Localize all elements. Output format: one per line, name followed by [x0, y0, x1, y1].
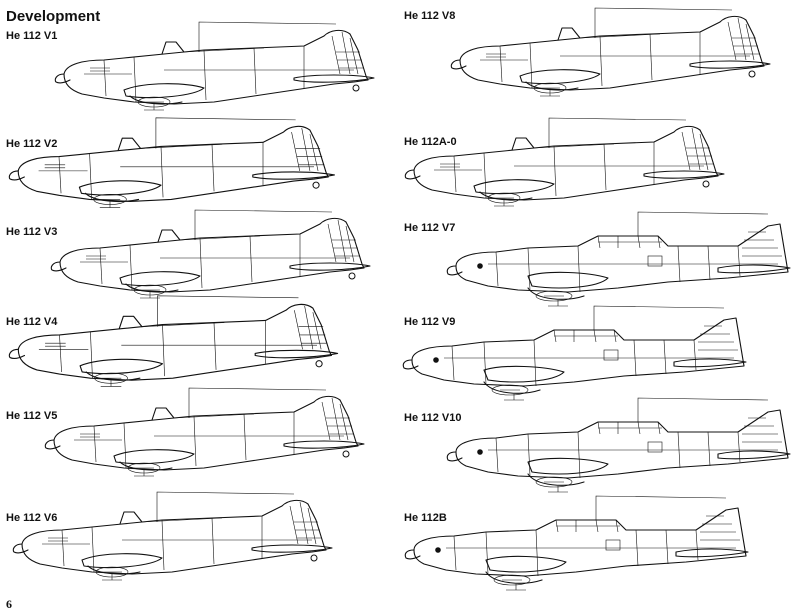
aircraft-label: He 112 V8: [404, 10, 456, 22]
aircraft-entry-v3: He 112 V3: [6, 209, 396, 326]
page-heading: Development: [6, 8, 101, 25]
aircraft-entry-v9: He 112 V9: [402, 305, 794, 416]
aircraft-entry-v1: He 112 V1: [6, 21, 396, 130]
aircraft-entry-b: He 112B: [404, 495, 794, 612]
aircraft-profile-drawing: [44, 387, 365, 477]
aircraft-profile-drawing: [450, 7, 771, 97]
aircraft-label: He 112 V10: [404, 412, 462, 424]
aircraft-profile-drawing: [12, 491, 333, 581]
aircraft-label: He 112 V7: [404, 222, 456, 234]
aircraft-profile-drawing: [8, 295, 339, 387]
aircraft-entry-a0: He 112A-0: [404, 117, 794, 236]
aircraft-profile-drawing: [404, 495, 749, 591]
aircraft-entry-v4: He 112 V4: [6, 295, 396, 416]
aircraft-profile-drawing: [54, 21, 375, 111]
aircraft-label: He 112 V3: [6, 226, 58, 238]
aircraft-label: He 112B: [404, 512, 447, 524]
aircraft-profile-drawing: [50, 209, 371, 299]
aircraft-label: He 112 V4: [6, 316, 58, 328]
aircraft-label: He 112 V6: [6, 512, 58, 524]
aircraft-profile-drawing: [8, 117, 335, 209]
aircraft-entry-v10: He 112 V10: [404, 397, 794, 512]
aircraft-entry-v7: He 112 V7: [404, 211, 794, 322]
aircraft-profile-drawing: [404, 117, 725, 207]
aircraft-profile-drawing: [446, 397, 791, 493]
aircraft-label: He 112 V2: [6, 138, 58, 150]
page-number: 6: [6, 597, 12, 611]
aircraft-entry-v6: He 112 V6: [6, 491, 396, 612]
aircraft-entry-v2: He 112 V2: [6, 117, 396, 238]
aircraft-profile-drawing: [402, 305, 747, 401]
aircraft-entry-v8: He 112 V8: [404, 7, 794, 110]
aircraft-label: He 112 V9: [404, 316, 456, 328]
aircraft-label: He 112 V5: [6, 410, 58, 422]
aircraft-profile-drawing: [446, 211, 791, 307]
aircraft-label: He 112A-0: [404, 136, 457, 148]
aircraft-entry-v5: He 112 V5: [6, 387, 396, 510]
aircraft-label: He 112 V1: [6, 30, 58, 42]
